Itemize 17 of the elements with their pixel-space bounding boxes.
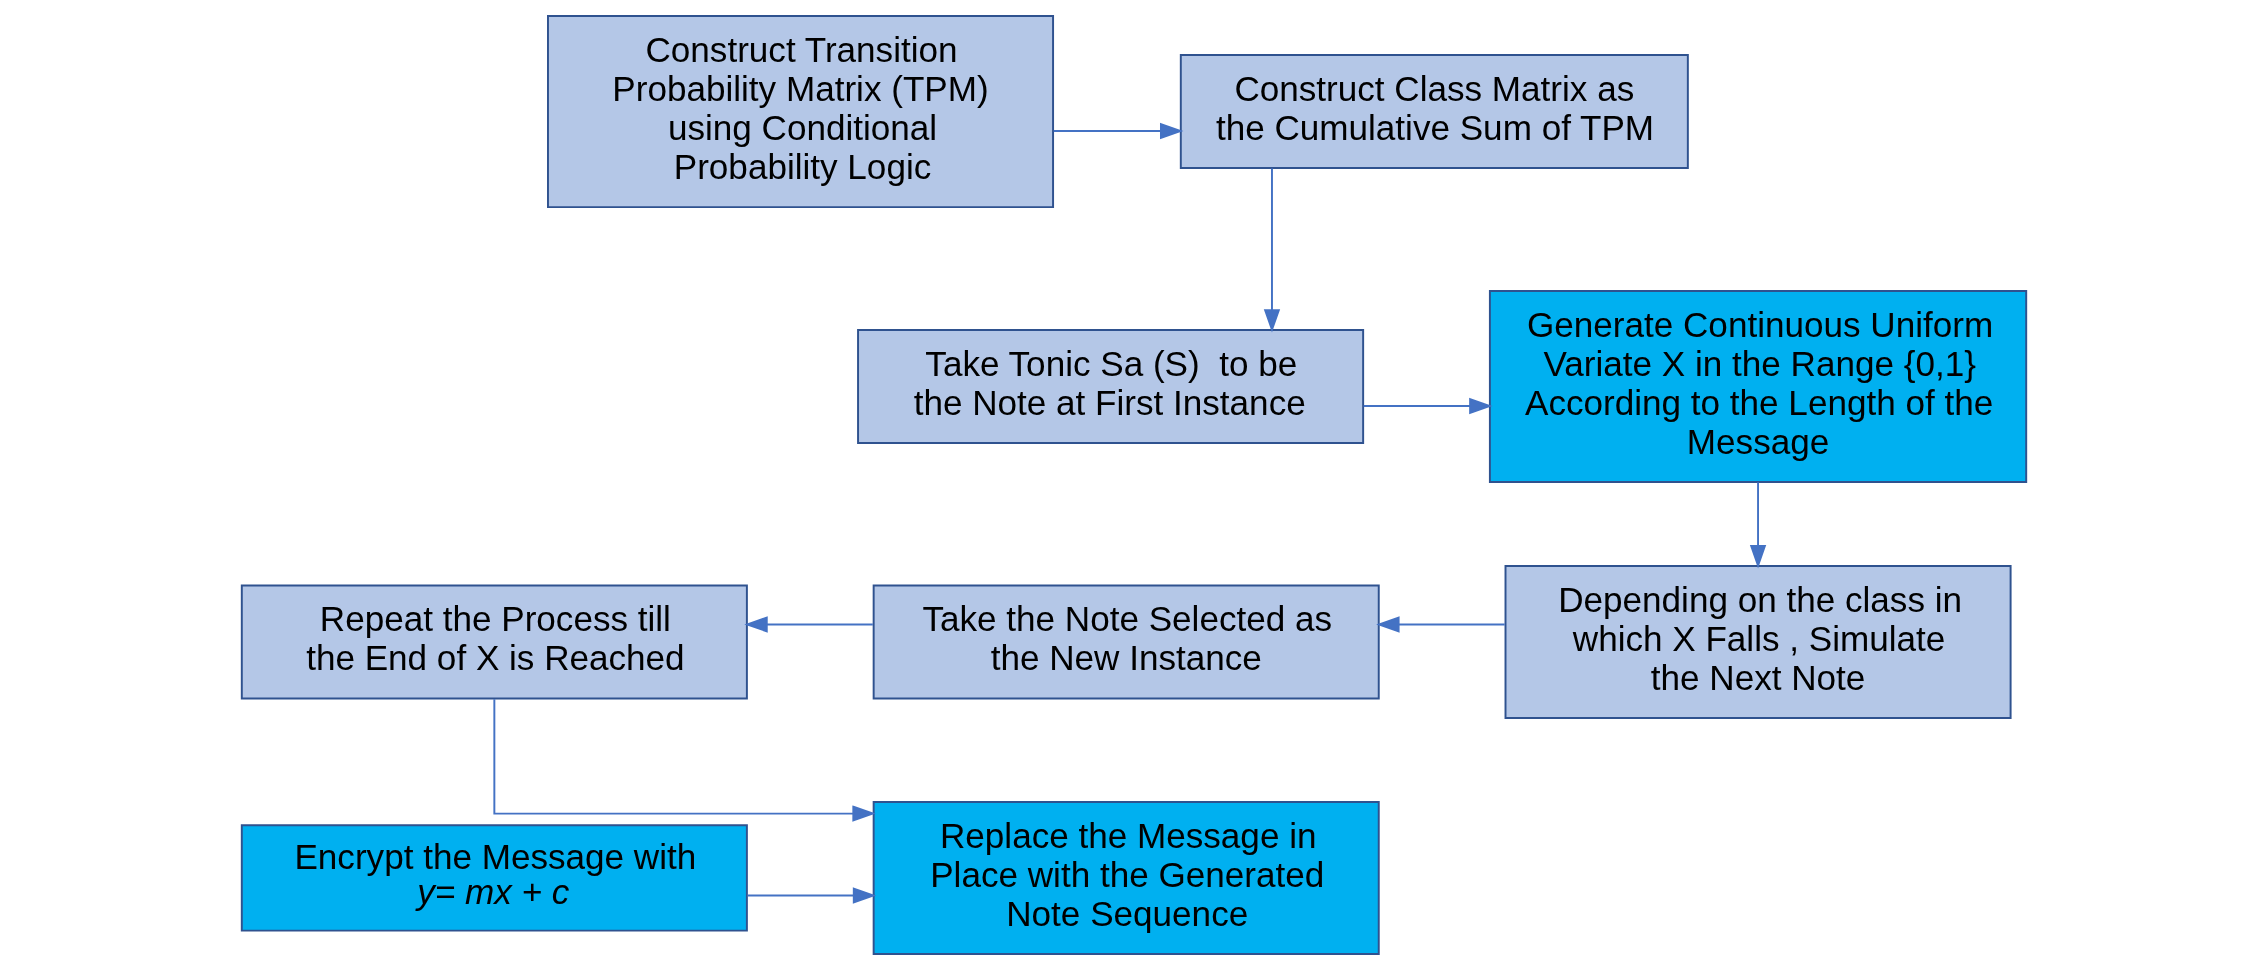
node-box: Take the Note Selected as the New Instance	[872, 584, 1380, 700]
node-box: Take Tonic Sa (S) to be the Note at First Instance	[856, 329, 1364, 445]
arrow	[492, 698, 876, 822]
node-box: Construct Transition Probability Matrix (TPM) using Conditional Probability Logic	[546, 15, 1054, 209]
node-box: Construct Class Matrix as the Cumulative Sum of TPM	[1179, 54, 1689, 170]
arrow	[1749, 481, 1766, 569]
node-box: Repeat the Process till the End of X is Reached	[240, 584, 748, 700]
arrow	[1052, 122, 1183, 140]
arrow	[1263, 167, 1280, 333]
node-box: Encrypt the Message with y= mx + c	[240, 824, 748, 932]
node-box: Replace the Message in Place with the Generated Note Sequence	[872, 800, 1380, 955]
arrow	[1375, 616, 1506, 633]
arrow	[746, 887, 876, 904]
node-box: Generate Continuous Uniform Variate X in the Range {0,1} According to the Length of the Message	[1488, 290, 2027, 484]
arrow	[743, 616, 874, 633]
node-box: Depending on the class in which X Falls , Simulate the Next Note	[1504, 564, 2012, 719]
arrow	[1362, 397, 1493, 415]
